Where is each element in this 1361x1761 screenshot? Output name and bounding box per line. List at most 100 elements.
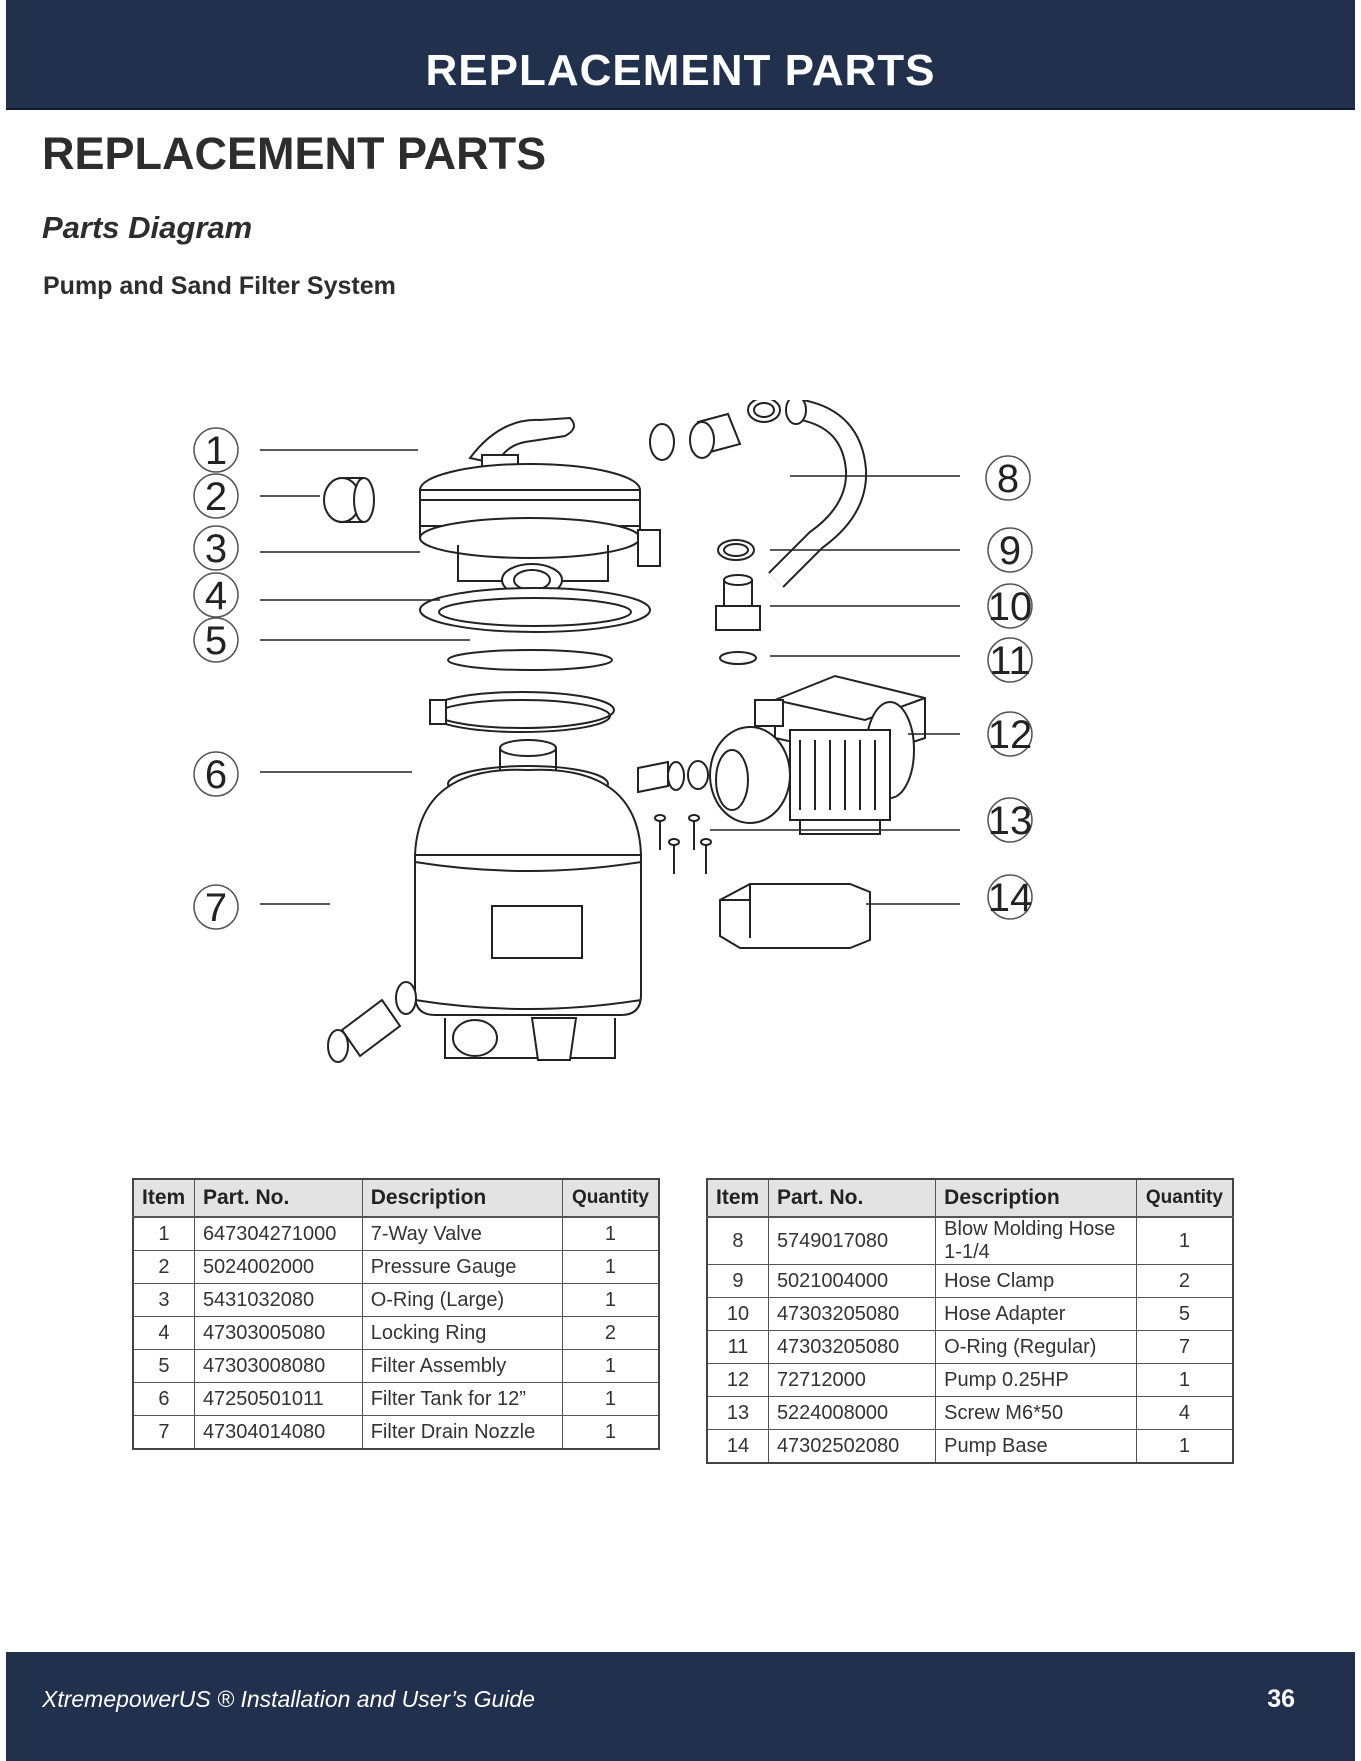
item-cell: 2	[132, 1250, 195, 1284]
part-no-cell: 647304271000	[193, 1216, 363, 1251]
part-no-cell: 47303205080	[767, 1330, 937, 1364]
table-row: 8 5749017080 Blow Molding Hose 1-1/4 1	[706, 1216, 1234, 1265]
locking-ring-drawing	[429, 691, 615, 733]
item-cell: 10	[706, 1297, 769, 1331]
parts-table-left: Item Part. No. Description Quantity 1 64…	[132, 1178, 660, 1450]
part-no-cell: 47304014080	[193, 1415, 363, 1450]
table-row: 1 647304271000 7-Way Valve 1	[132, 1216, 660, 1251]
hose-adapter-drawing	[715, 574, 761, 631]
callout-14: 14	[988, 876, 1033, 920]
item-cell: 8	[706, 1216, 769, 1265]
quantity-cell: 2	[1135, 1264, 1234, 1298]
quantity-cell: 7	[1135, 1330, 1234, 1364]
footer-banner: XtremepowerUS ® Installation and User’s …	[6, 1652, 1355, 1761]
filter-tank-drawing	[414, 739, 642, 1061]
callout-13: 13	[988, 799, 1033, 843]
callout-13-circle	[987, 797, 1033, 843]
callout-8-circle	[985, 455, 1031, 501]
page-title: REPLACEMENT PARTS	[42, 128, 547, 179]
table-row: 14 47302502080 Pump Base 1	[706, 1429, 1234, 1464]
item-cell: 13	[706, 1396, 769, 1430]
table-row: 12 72712000 Pump 0.25HP 1	[706, 1363, 1234, 1397]
system-heading: Pump and Sand Filter System	[43, 272, 396, 300]
item-cell: 9	[706, 1264, 769, 1298]
table-row: 4 47303005080 Locking Ring 2	[132, 1316, 660, 1350]
pump-base-drawing	[719, 883, 871, 949]
callout-11-circle	[987, 637, 1033, 683]
header-item: Item	[132, 1178, 195, 1218]
header-part-no: Part. No.	[193, 1178, 363, 1218]
part-no-cell: 5024002000	[193, 1250, 363, 1284]
callout-4: 4	[205, 574, 227, 618]
description-cell: O-Ring (Regular)	[935, 1330, 1137, 1364]
callout-11: 11	[989, 639, 1031, 683]
table-header-row: Item Part. No. Description Quantity	[132, 1178, 660, 1218]
header-item: Item	[706, 1178, 769, 1218]
item-cell: 3	[132, 1283, 195, 1317]
hose-clamp-drawing	[717, 539, 755, 561]
part-no-cell: 47250501011	[193, 1382, 363, 1416]
callout-10-circle	[987, 583, 1033, 629]
table-row: 10 47303205080 Hose Adapter 5	[706, 1297, 1234, 1331]
o-ring-side-drawing	[649, 423, 675, 461]
item-cell: 6	[132, 1382, 195, 1416]
valve-drawing	[419, 416, 661, 633]
part-no-cell: 47303008080	[193, 1349, 363, 1383]
o-ring-regular-drawing	[719, 651, 757, 665]
callout-12-circle	[987, 711, 1033, 757]
callout-1-circle	[193, 427, 239, 473]
callout-1: 1	[205, 429, 227, 473]
parts-table-right: Item Part. No. Description Quantity 8 57…	[706, 1178, 1234, 1464]
callout-9: 9	[999, 529, 1021, 573]
quantity-cell: 1	[561, 1382, 660, 1416]
header-quantity: Quantity	[561, 1178, 660, 1218]
footer-guide-title: XtremepowerUS ® Installation and User’s …	[42, 1686, 535, 1712]
part-no-cell: 47302502080	[767, 1429, 937, 1464]
drain-nozzle-drawing	[327, 981, 417, 1063]
part-no-cell: 72712000	[767, 1363, 937, 1397]
callout-2: 2	[205, 475, 227, 519]
callout-7: 7	[205, 886, 227, 930]
parts-diagram: 1 2 3 4 5 6 7 8 9 10 11 12 13 14	[193, 400, 1033, 1063]
callout-4-circle	[193, 572, 239, 618]
callout-5: 5	[205, 619, 227, 663]
quantity-cell: 2	[561, 1316, 660, 1350]
table-header-row: Item Part. No. Description Quantity	[706, 1178, 1234, 1218]
item-cell: 11	[706, 1330, 769, 1364]
quantity-cell: 1	[1135, 1429, 1234, 1464]
quantity-cell: 1	[561, 1415, 660, 1450]
o-ring-large-drawing	[447, 649, 613, 671]
item-cell: 12	[706, 1363, 769, 1397]
callout-6-circle	[193, 751, 239, 797]
callout-7-circle	[193, 884, 239, 930]
description-cell: Pressure Gauge	[361, 1250, 563, 1284]
callout-10: 10	[988, 585, 1033, 629]
description-cell: Blow Molding Hose 1-1/4	[935, 1216, 1137, 1265]
table-row: 6 47250501011 Filter Tank for 12” 1	[132, 1382, 660, 1416]
hose-adapter-top-drawing	[689, 412, 742, 459]
part-no-cell: 47303205080	[767, 1297, 937, 1331]
page-number: 36	[1267, 1685, 1295, 1713]
table-row: 2 5024002000 Pressure Gauge 1	[132, 1250, 660, 1284]
screws-drawing	[654, 814, 712, 874]
callout-9-circle	[987, 527, 1033, 573]
table-row: 3 5431032080 O-Ring (Large) 1	[132, 1283, 660, 1317]
part-no-cell: 5749017080	[767, 1216, 937, 1265]
top-banner: REPLACEMENT PARTS	[6, 0, 1355, 110]
part-no-cell: 5021004000	[767, 1264, 937, 1298]
quantity-cell: 1	[561, 1216, 660, 1251]
description-cell: Locking Ring	[361, 1316, 563, 1350]
item-cell: 4	[132, 1316, 195, 1350]
callout-3-circle	[193, 525, 239, 571]
item-cell: 7	[132, 1415, 195, 1450]
header-part-no: Part. No.	[767, 1178, 937, 1218]
pressure-gauge-drawing	[323, 477, 375, 523]
table-row: 13 5224008000 Screw M6*50 4	[706, 1396, 1234, 1430]
callout-3: 3	[205, 527, 227, 571]
item-cell: 14	[706, 1429, 769, 1464]
description-cell: Filter Drain Nozzle	[361, 1415, 563, 1450]
part-no-cell: 5224008000	[767, 1396, 937, 1430]
header-description: Description	[935, 1178, 1137, 1218]
blow-molding-hose-drawing	[768, 400, 868, 588]
quantity-cell: 1	[561, 1250, 660, 1284]
